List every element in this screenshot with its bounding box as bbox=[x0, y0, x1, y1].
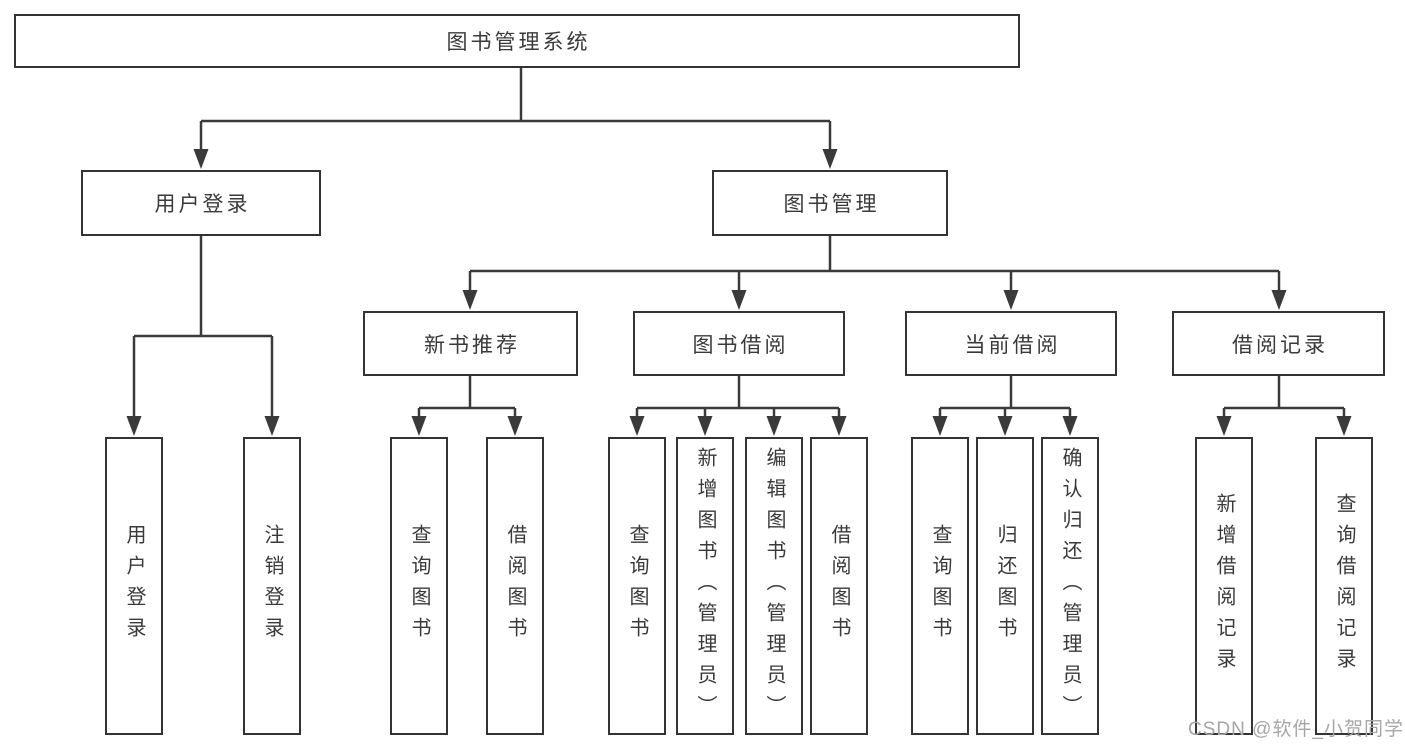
leaf-query-borrow-record: 查询借阅记录 bbox=[1315, 437, 1373, 735]
connector-book-management-to-level2 bbox=[462, 236, 1287, 310]
leaf-return-book: 归还图书 bbox=[976, 437, 1034, 735]
leaf-edit-book-admin: 编辑图书（管理员） bbox=[745, 437, 803, 735]
leaf-confirm-return-admin: 确认归还（管理员） bbox=[1041, 437, 1099, 735]
leaf-add-book-admin: 新增图书（管理员） bbox=[676, 437, 734, 735]
leaf-add-borrow-record: 新增借阅记录 bbox=[1195, 437, 1253, 735]
connector-user-login-to-children bbox=[126, 236, 280, 436]
leaf-borrow-books-borrowing: 借阅图书 bbox=[810, 437, 868, 735]
leaf-logout: 注销登录 bbox=[243, 437, 301, 735]
csdn-watermark: CSDN @软件_小贺同学 bbox=[1188, 719, 1404, 740]
leaf-query-books-recommend: 查询图书 bbox=[390, 437, 448, 735]
leaf-query-books-current: 查询图书 bbox=[911, 437, 969, 735]
connector-root-to-level1 bbox=[193, 68, 838, 169]
connector-current-borrowing-to-children bbox=[932, 376, 1078, 436]
node-book-borrowing: 图书借阅 bbox=[633, 311, 845, 376]
connector-book-borrowing-to-children bbox=[629, 376, 847, 436]
node-user-login: 用户登录 bbox=[81, 170, 321, 236]
node-current-borrowing: 当前借阅 bbox=[905, 311, 1117, 376]
node-borrowing-records: 借阅记录 bbox=[1172, 311, 1385, 376]
connector-borrowing-records-to-children bbox=[1216, 376, 1352, 436]
leaf-borrow-books-recommend: 借阅图书 bbox=[486, 437, 544, 735]
node-root: 图书管理系统 bbox=[14, 14, 1020, 68]
leaf-user-login: 用户登录 bbox=[105, 437, 163, 735]
node-book-management: 图书管理 bbox=[712, 170, 948, 236]
leaf-query-books-borrowing: 查询图书 bbox=[608, 437, 666, 735]
connector-new-book-recommend-to-children bbox=[411, 376, 523, 436]
node-new-book-recommend: 新书推荐 bbox=[363, 311, 578, 376]
